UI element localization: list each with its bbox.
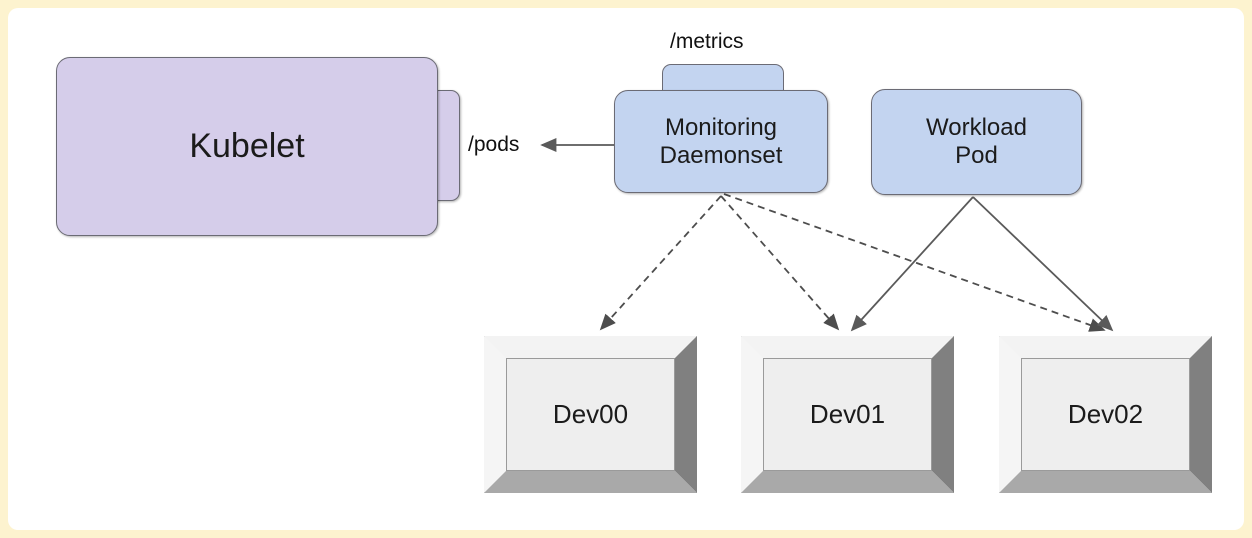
device-box-dev00[interactable]: Dev00	[484, 336, 697, 493]
monitoring-daemonset-node[interactable]: Monitoring Daemonset	[614, 90, 828, 193]
dev01-bevel-top	[741, 336, 954, 358]
monitoring-daemonset-label-line2: Daemonset	[659, 141, 783, 169]
dev01-label: Dev01	[763, 358, 932, 471]
monitoring-daemonset-label: Monitoring Daemonset	[660, 114, 783, 170]
metrics-endpoint-label: /metrics	[670, 30, 744, 53]
dev00-bevel-right	[675, 336, 697, 493]
device-box-dev02[interactable]: Dev02	[999, 336, 1212, 493]
dev00-label: Dev00	[506, 358, 675, 471]
dev00-bevel-left	[484, 336, 506, 493]
dev00-bevel-top	[484, 336, 697, 358]
dev01-bevel-right	[932, 336, 954, 493]
dev02-bevel-left	[999, 336, 1021, 493]
workload-pod-node[interactable]: Workload Pod	[871, 89, 1082, 195]
workload-pod-label: Workload Pod	[926, 114, 1027, 170]
dev00-bevel-bottom	[484, 471, 697, 493]
dev02-bevel-bottom	[999, 471, 1212, 493]
dev01-bevel-bottom	[741, 471, 954, 493]
dev02-label: Dev02	[1021, 358, 1190, 471]
kubelet-node[interactable]: Kubelet	[56, 57, 438, 236]
device-box-dev01[interactable]: Dev01	[741, 336, 954, 493]
workload-pod-label-line1: Workload	[926, 114, 1027, 142]
kubelet-label: Kubelet	[189, 126, 305, 165]
monitoring-daemonset-label-line1: Monitoring	[664, 113, 778, 141]
dev02-bevel-right	[1190, 336, 1212, 493]
dev02-bevel-top	[999, 336, 1212, 358]
dev01-bevel-left	[741, 336, 763, 493]
workload-pod-label-line2: Pod	[955, 142, 998, 169]
pods-endpoint-label: /pods	[468, 133, 520, 156]
